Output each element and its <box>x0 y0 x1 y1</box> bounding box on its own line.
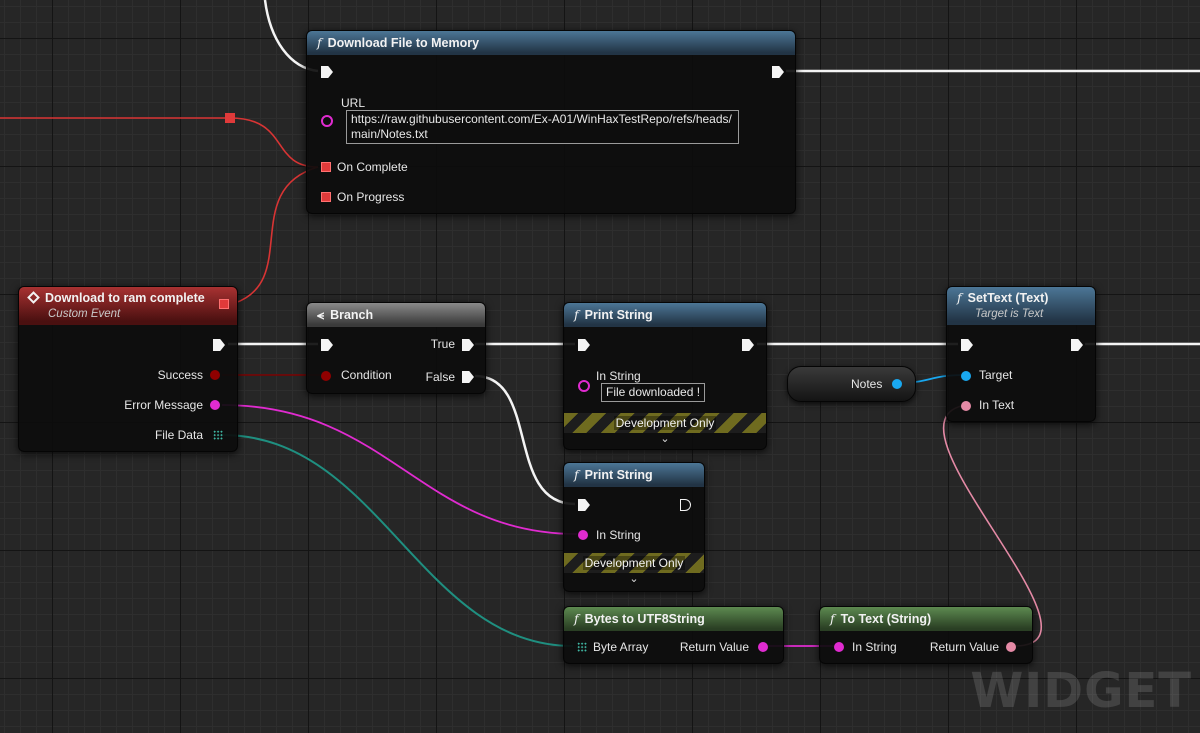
delegate-wire-event <box>234 166 319 304</box>
print2-exec-out-pin[interactable] <box>680 499 691 511</box>
print-string-node-1[interactable]: f Print String In String File downloaded … <box>563 302 767 450</box>
print1-dev-only-label: Development Only <box>613 416 717 430</box>
print-string-1-header[interactable]: f Print String <box>564 303 766 327</box>
totext-return-label: Return Value <box>929 640 999 654</box>
on-progress-label: On Progress <box>337 190 405 204</box>
settext-exec-out-pin[interactable] <box>1071 339 1083 351</box>
totext-in-string-label: In String <box>852 640 897 654</box>
print1-exec-out-pin[interactable] <box>742 339 754 351</box>
on-progress-pin[interactable] <box>321 192 331 202</box>
print1-in-string-pin[interactable] <box>578 380 590 392</box>
file-data-array-pin[interactable] <box>213 430 223 440</box>
success-label: Success <box>157 368 203 382</box>
set-text-title: SetText (Text) <box>967 291 1049 305</box>
set-text-header[interactable]: f SetText (Text) Target is Text <box>947 287 1095 325</box>
notes-variable-label: Notes <box>851 377 883 391</box>
branch-header[interactable]: ⪪ Branch <box>307 303 485 327</box>
branch-node[interactable]: ⪪ Branch True Condition False <box>306 302 486 394</box>
delegate-wire-complete <box>229 117 319 168</box>
target-object-pin[interactable] <box>961 371 971 381</box>
branch-exec-in-pin[interactable] <box>321 339 333 351</box>
error-message-pin[interactable] <box>210 400 220 410</box>
bytes-to-utf8-node[interactable]: f Bytes to UTF8String Byte Array Return V… <box>563 606 784 664</box>
print-string-1-title: Print String <box>584 308 653 322</box>
custom-event-node[interactable]: Download to ram complete Custom Event Su… <box>18 286 238 452</box>
branch-icon: ⪪ <box>317 308 325 322</box>
url-input[interactable]: https://raw.githubusercontent.com/Ex-A01… <box>346 110 739 144</box>
print2-in-string-label: In String <box>596 528 641 542</box>
url-label: URL <box>341 96 366 110</box>
byte-array-label: Byte Array <box>593 640 649 654</box>
in-text-pin[interactable] <box>961 401 971 411</box>
widget-watermark: WIDGET <box>970 663 1192 719</box>
print1-dev-only-banner: Development Only <box>564 413 766 433</box>
print1-string-input[interactable]: File downloaded ! <box>601 383 706 402</box>
event-exec-out-pin[interactable] <box>213 339 225 351</box>
success-bool-pin[interactable] <box>210 370 220 380</box>
print2-dev-only-banner: Development Only <box>564 553 704 573</box>
in-text-label: In Text <box>979 398 1015 412</box>
exec-in-pin[interactable] <box>321 66 333 78</box>
download-file-node[interactable]: f Download File to Memory URL https://raw… <box>306 30 796 214</box>
condition-label: Condition <box>341 368 392 382</box>
on-complete-pin[interactable] <box>321 162 331 172</box>
to-text-title: To Text (String) <box>840 612 932 626</box>
download-file-title: Download File to Memory <box>327 36 480 50</box>
print2-expand-chevron-icon[interactable]: ⌄ <box>629 573 639 585</box>
print1-expand-chevron-icon[interactable]: ⌄ <box>660 433 670 445</box>
branch-false-pin[interactable] <box>462 371 474 383</box>
custom-event-title: Download to ram complete <box>45 291 205 305</box>
set-text-node[interactable]: f SetText (Text) Target is Text Target In… <box>946 286 1096 422</box>
delegate-reroute <box>225 113 235 123</box>
exec-wire-false-print2 <box>474 374 576 506</box>
set-text-subtitle: Target is Text <box>975 308 1044 320</box>
file-data-label: File Data <box>154 428 203 442</box>
byte-array-pin[interactable] <box>577 642 587 652</box>
print-string-2-title: Print String <box>584 468 653 482</box>
print1-in-string-label: In String <box>596 369 641 383</box>
to-text-header[interactable]: f To Text (String) <box>820 607 1032 631</box>
settext-exec-in-pin[interactable] <box>961 339 973 351</box>
exec-out-pin[interactable] <box>772 66 784 78</box>
condition-bool-pin[interactable] <box>321 371 331 381</box>
totext-return-pin[interactable] <box>1006 642 1016 652</box>
target-label: Target <box>979 368 1013 382</box>
branch-title: Branch <box>330 308 374 322</box>
notes-variable-node[interactable]: Notes <box>787 366 916 402</box>
bytes-wire-filedata <box>221 434 574 647</box>
notes-object-pin[interactable] <box>892 379 902 389</box>
true-label: True <box>430 337 455 351</box>
function-icon: f <box>574 467 579 482</box>
print2-dev-only-label: Development Only <box>582 556 686 570</box>
utf8-return-pin[interactable] <box>758 642 768 652</box>
false-label: False <box>425 370 455 384</box>
branch-true-pin[interactable] <box>462 339 474 351</box>
print1-exec-in-pin[interactable] <box>578 339 590 351</box>
bytes-to-utf8-title: Bytes to UTF8String <box>584 612 705 626</box>
string-wire-error-print2 <box>221 404 578 535</box>
url-string-pin[interactable] <box>321 115 333 127</box>
function-icon: f <box>574 307 579 322</box>
to-text-node[interactable]: f To Text (String) In String Return Value <box>819 606 1033 664</box>
error-message-label: Error Message <box>124 398 203 412</box>
print2-in-string-pin[interactable] <box>578 530 588 540</box>
on-complete-label: On Complete <box>337 160 408 174</box>
print-string-2-header[interactable]: f Print String <box>564 463 704 487</box>
utf8-return-label: Return Value <box>679 640 749 654</box>
custom-event-subtitle: Custom Event <box>48 308 121 320</box>
text-wire-totext-settext <box>942 404 1042 647</box>
totext-in-string-pin[interactable] <box>834 642 844 652</box>
event-delegate-pin[interactable] <box>219 299 229 309</box>
custom-event-header[interactable]: Download to ram complete Custom Event <box>19 287 237 325</box>
function-icon: f <box>957 290 962 305</box>
bytes-to-utf8-header[interactable]: f Bytes to UTF8String <box>564 607 783 631</box>
download-file-header[interactable]: f Download File to Memory <box>307 31 795 55</box>
print-string-node-2[interactable]: f Print String In String Development Only… <box>563 462 705 592</box>
function-icon: f <box>830 611 835 626</box>
function-icon: f <box>574 611 579 626</box>
print2-exec-in-pin[interactable] <box>578 499 590 511</box>
event-diamond-icon <box>27 291 40 304</box>
function-icon: f <box>317 35 322 50</box>
